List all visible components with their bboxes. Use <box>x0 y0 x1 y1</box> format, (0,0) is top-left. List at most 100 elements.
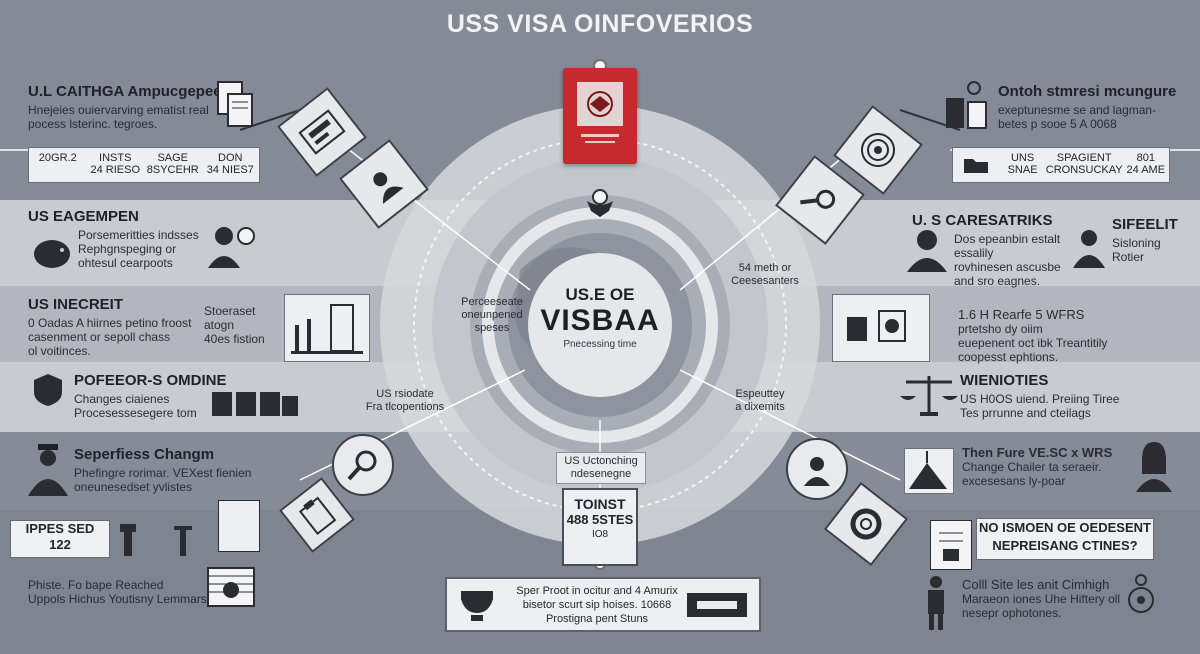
left-4-heading: POFEEOR-S OMDINE <box>74 372 227 389</box>
folder-icon <box>964 159 989 173</box>
right-block-4: WIENIOTIES US H0OS uiend. Preiing Tiree … <box>960 372 1160 420</box>
buildings-icon <box>212 392 298 416</box>
right-sign: NO ISMOEN OE OEDESENT NEPREISANG CTINES? <box>976 518 1154 560</box>
left-3-side: Stoeraset atogn 40es fistion <box>204 304 265 346</box>
left-5-text: Phefingre rorimar. VEXest fienien oneune… <box>74 466 252 494</box>
ring-label-right-lower: Espeuttey a dixemits <box>735 388 785 413</box>
left-block-1: U.L CAITHGA Ampucgepee Hnejeies ouiervar… <box>28 83 228 131</box>
right-4-heading: WIENIOTIES <box>960 372 1049 389</box>
support-agent-icon <box>786 438 848 500</box>
refinery-icon <box>284 294 370 362</box>
lifebuoy-icon <box>823 481 909 567</box>
left-6-text: Phiste. Fo bape Reached Uppols Hichus Yo… <box>28 578 207 606</box>
documents-icon <box>217 81 253 127</box>
eagle-emblem-icon <box>583 185 617 219</box>
right-block-2-side: SIFEELIT Sisloning Rotier <box>1112 216 1192 264</box>
ring-label-left-upper: Perceeseate oneunpened speses <box>461 296 523 334</box>
officer-icon <box>28 444 68 496</box>
right-block-1: Ontoh stmresi mcungure exeptunesme se an… <box>998 83 1178 131</box>
right-1-text: exeptunesme se and lagman- betes p sooe … <box>998 103 1157 131</box>
center-label: US.E OE VISBAA Pnecessing time <box>520 285 680 350</box>
left-stat-3: 8SYCEHR <box>146 164 199 176</box>
man-glasses-icon <box>907 230 947 272</box>
news-board-icon <box>277 87 367 177</box>
left-3-text: 0 Oadas A hiirnes petino froost casenmen… <box>28 316 192 358</box>
right-4-text: US H0OS uiend. Preiing Tiree Tes prrunne… <box>960 392 1120 420</box>
left-stat-4: 34 NIES7 <box>206 164 254 176</box>
right-5-heading: Then Fure VE.SC x WRS <box>962 445 1113 460</box>
woman-long-hair-icon <box>1136 442 1172 492</box>
toinst-line-b: 488 5STES <box>566 512 634 527</box>
equipment-icon <box>832 294 930 362</box>
right-block-6: Colll Site les anit Cimhigh Maraeon ione… <box>962 577 1152 621</box>
left-block-6: Phiste. Fo bape Reached Uppols Hichus Yo… <box>28 578 228 606</box>
official-portrait-icon <box>339 139 429 229</box>
ring-label-left-lower: US rsiodate Fra tlcopentions <box>365 388 445 413</box>
toinst-line-c: IO8 <box>591 529 609 540</box>
right-5-text: Change Chailer ta seraeir. excesesans ly… <box>962 460 1102 488</box>
document-stamp-icon <box>218 500 260 552</box>
left-block-4: POFEEOR-S OMDINE Changes ciaienes Proces… <box>74 372 234 420</box>
passport-icon <box>563 68 637 164</box>
lock-pin-icon <box>1128 574 1154 613</box>
center-line-3: Pnecessing time <box>563 339 637 350</box>
left-sign: IPPES SED 122 <box>10 520 110 558</box>
right-6-text: Maraeon iones Uhe Hiftery oll nesepr oph… <box>962 592 1121 620</box>
man-avatar-icon <box>1073 230 1105 268</box>
ring-label-right-upper: 54 meth or Ceesesanters <box>731 262 799 287</box>
left-block-2: US EAGEMPEN Porsemeritties indsses Rephg… <box>28 208 218 270</box>
left-stat-2: 24 RIESO <box>90 164 141 176</box>
left-block-3: US INECREIT 0 Oadas A hiirnes petino fro… <box>28 296 228 358</box>
left-block-5: Seperfiess Changm Phefingre rorimar. VEX… <box>74 446 274 494</box>
flag-seal-icon <box>207 567 255 607</box>
left-stat-1: 20GR.2 <box>38 152 77 164</box>
bottom-info-text: Sper Proot in ocitur and 4 Amurix biseto… <box>516 585 678 625</box>
left-3-heading: US INECREIT <box>28 296 124 313</box>
right-block-5: Then Fure VE.SC x WRS Change Chailer ta … <box>962 445 1132 489</box>
office-icon <box>946 81 987 129</box>
left-4-text: Changes ciaienes Procesessesegere tom <box>74 392 197 420</box>
woman-avatar-icon <box>208 227 255 268</box>
target-icon <box>833 105 923 195</box>
right-1-heading: Ontoh stmresi mcungure <box>998 83 1177 100</box>
mountain-flag-icon <box>904 448 954 494</box>
piggy-icon <box>34 240 70 268</box>
toinst-box: TOINST 488 5STES IO8 <box>562 488 638 566</box>
right-stat-2: SNAE <box>1007 164 1038 176</box>
right-stat-3: CRONSUCKAY <box>1045 164 1123 176</box>
clipboard-icon <box>279 477 355 553</box>
toinst-line-a: TOINST <box>574 496 626 512</box>
left-1-heading: U.L CAITHGA Ampucgepee <box>28 83 222 100</box>
right-3-heading: 1.6 H Rearfe 5 WFRS <box>958 307 1085 322</box>
left-2-text: Porsemeritties indsses Rephgnspeging or … <box>78 228 199 270</box>
card-icon <box>687 593 747 617</box>
certificate-icon <box>930 520 972 570</box>
right-block-2: U. S CARESATRIKS Dos epeanbin estalt ess… <box>912 212 1072 288</box>
left-1-text: Hnejeies ouiervarving ematist real poces… <box>28 103 209 131</box>
center-line-2: VISBAA <box>540 304 660 337</box>
scales-icon <box>900 376 958 416</box>
center-line-1: US.E OE <box>565 285 635 304</box>
magnifier-icon[interactable] <box>332 434 394 496</box>
lamp-icon <box>461 591 493 621</box>
standing-person-icon <box>928 576 944 630</box>
ring-label-bottom: US Uctonching ndesenegne <box>556 452 646 484</box>
right-2-text: Dos epeanbin estalt essalily rovhinesen … <box>954 232 1061 288</box>
tools-icon <box>120 524 192 556</box>
badge-icon <box>34 374 62 406</box>
search-tools-icon <box>775 155 865 245</box>
right-2-side-text: Sisloning Rotier <box>1112 236 1161 264</box>
bottom-info-box: Sper Proot in ocitur and 4 Amurix biseto… <box>445 577 761 632</box>
right-2-heading: U. S CARESATRIKS <box>912 212 1053 229</box>
right-6-heading: Colll Site les anit Cimhigh <box>962 577 1110 592</box>
right-block-3: 1.6 H Rearfe 5 WFRS prtetsho dy oiim eue… <box>958 307 1178 365</box>
right-stat-4: 24 AME <box>1126 164 1166 176</box>
right-2-side-heading: SIFEELIT <box>1112 216 1178 233</box>
left-2-heading: US EAGEMPEN <box>28 208 139 225</box>
right-3-text: prtetsho dy oiim euepenent oct ibk Trean… <box>958 322 1108 364</box>
left-5-heading: Seperfiess Changm <box>74 446 215 463</box>
page-title: USS VISA OINFOVERIOS <box>446 10 754 38</box>
